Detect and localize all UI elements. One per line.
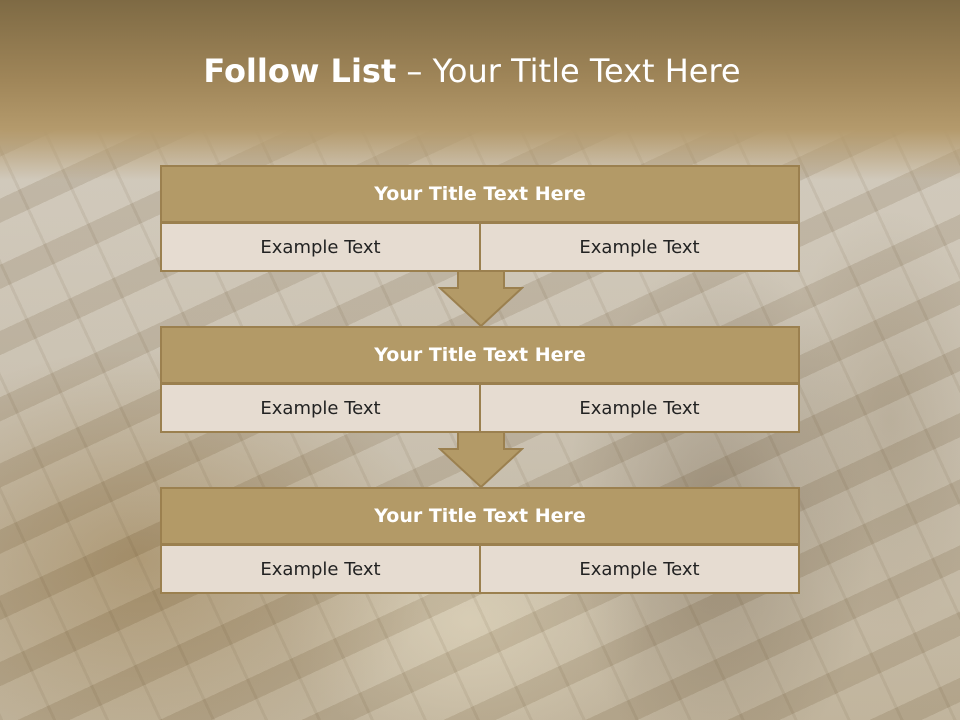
title-band (0, 0, 960, 180)
slide-title: Follow List – Your Title Text Here (0, 52, 944, 90)
slide-title-bold: Follow List (203, 52, 397, 90)
step-2-left-cell: Example Text (160, 383, 481, 433)
step-2-title: Your Title Text Here (160, 326, 800, 384)
down-arrow-icon (438, 270, 524, 328)
step-2-right-cell: Example Text (479, 383, 800, 433)
step-3-right-cell: Example Text (479, 544, 800, 594)
step-1-right-cell: Example Text (479, 222, 800, 272)
step-3-title: Your Title Text Here (160, 487, 800, 545)
step-1-title: Your Title Text Here (160, 165, 800, 223)
step-1-left-cell: Example Text (160, 222, 481, 272)
down-arrow-icon (438, 431, 524, 489)
slide-title-rest: – Your Title Text Here (396, 52, 741, 90)
step-3-left-cell: Example Text (160, 544, 481, 594)
